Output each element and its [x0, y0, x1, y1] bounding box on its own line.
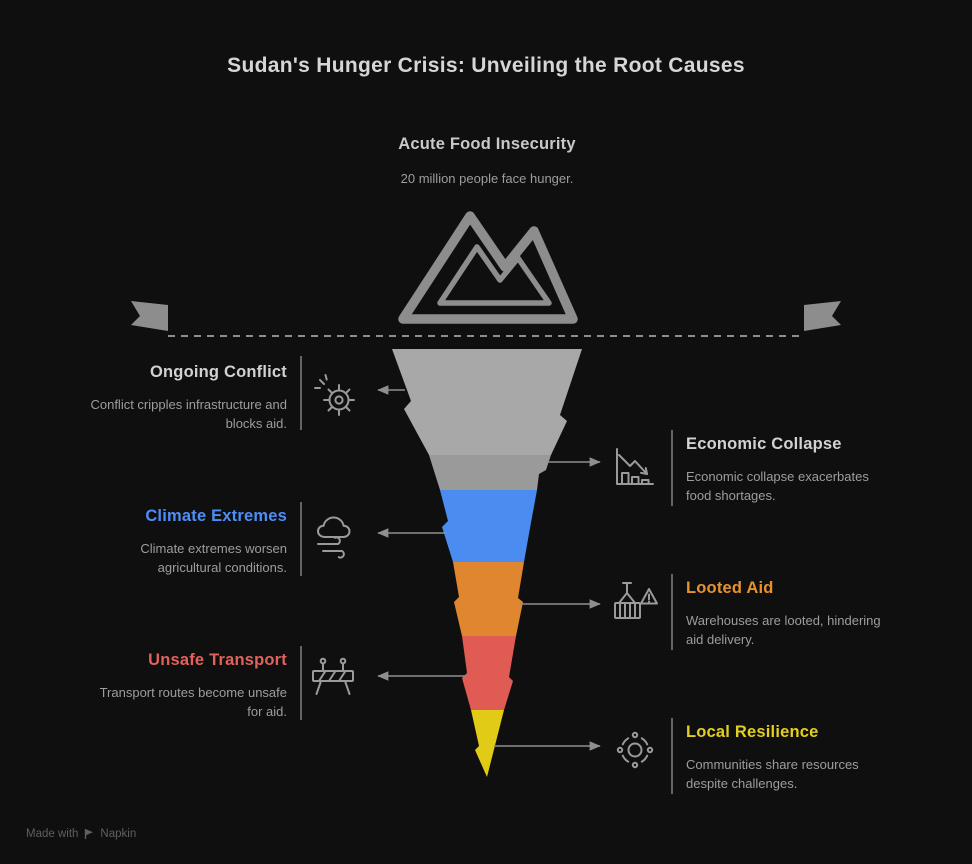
connector-arrows: [377, 385, 601, 751]
road-barrier-icon: [304, 648, 362, 706]
apex-heading: Acute Food Insecurity: [398, 135, 576, 153]
community-icon: [606, 720, 664, 778]
item-climate-extremes: Climate Extremes Climate extremes worsen…: [52, 507, 287, 578]
funnel-band-economic-collapse: [429, 455, 551, 490]
item-desc: Economic collapse exacerbates food short…: [686, 469, 869, 503]
funnel-band-ongoing-conflict: [392, 349, 582, 455]
declining-chart-icon: [604, 438, 662, 496]
item-desc: Transport routes become unsafe for aid.: [99, 685, 287, 719]
apex-label: Acute Food Insecurity 20 million people …: [287, 135, 687, 189]
gear-conflict-icon: [306, 366, 364, 424]
napkin-logo-icon: [85, 829, 94, 839]
item-desc: Conflict cripples infrastructure and blo…: [90, 397, 287, 431]
cloud-wind-icon: [304, 506, 362, 564]
funnel-band-local-resilience: [471, 710, 504, 777]
mountain-icon: [398, 211, 578, 324]
item-local-resilience: Local Resilience Communities share resou…: [686, 723, 911, 794]
crane-warning-icon: [604, 576, 662, 634]
waterline-right-ribbon: [804, 301, 841, 331]
item-heading: Economic Collapse: [686, 435, 842, 453]
item-desc: Communities share resources despite chal…: [686, 757, 859, 791]
watermark: Made with Napkin: [26, 828, 136, 840]
apex-desc: 20 million people face hunger.: [400, 171, 574, 186]
funnel-band-looted-aid: [453, 562, 524, 636]
item-ongoing-conflict: Ongoing Conflict Conflict cripples infra…: [52, 363, 287, 434]
item-desc: Warehouses are looted, hindering aid del…: [686, 613, 881, 647]
item-looted-aid: Looted Aid Warehouses are looted, hinder…: [686, 579, 911, 650]
funnel-band-climate-extremes: [440, 490, 537, 562]
item-heading: Local Resilience: [686, 723, 819, 741]
item-economic-collapse: Economic Collapse Economic collapse exac…: [686, 435, 911, 506]
funnel: [392, 349, 582, 777]
watermark-brand: Napkin: [100, 828, 137, 840]
item-heading: Looted Aid: [686, 579, 774, 597]
funnel-band-unsafe-transport: [462, 636, 516, 710]
page-title: Sudan's Hunger Crisis: Unveiling the Roo…: [227, 54, 745, 77]
item-heading: Ongoing Conflict: [149, 363, 287, 381]
item-desc: Climate extremes worsen agricultural con…: [140, 541, 287, 575]
waterline-left-ribbon: [131, 301, 168, 331]
watermark-text: Made with: [26, 828, 79, 840]
item-heading: Climate Extremes: [145, 507, 287, 525]
item-heading: Unsafe Transport: [148, 651, 287, 669]
text-rules: [300, 356, 673, 794]
item-unsafe-transport: Unsafe Transport Transport routes become…: [52, 651, 287, 722]
